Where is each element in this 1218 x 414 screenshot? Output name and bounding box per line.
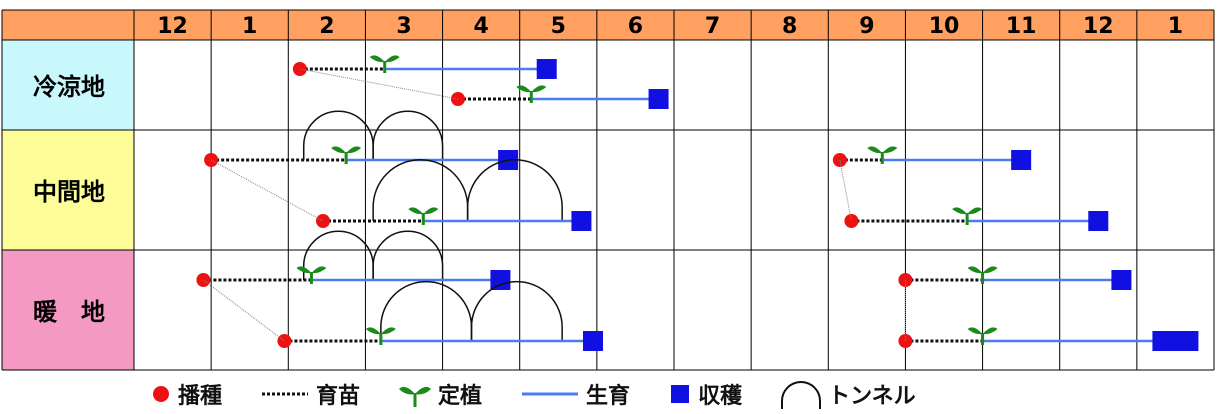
transplant-leaf-left: [369, 55, 385, 63]
growth-line-icon: [522, 392, 579, 396]
month-tick-label: 12: [1083, 14, 1114, 39]
transplant-leaf-right: [311, 266, 327, 274]
legend-harvest-label: 収穫: [698, 384, 743, 409]
legend-harvest: 収穫: [668, 378, 742, 410]
legend-nursery-label: 育苗: [316, 384, 361, 409]
transplant-leaf-left: [516, 85, 532, 93]
region-label: 暖 地: [33, 298, 105, 326]
tunnel-arc: [372, 110, 444, 160]
transplant-leaf-left: [408, 207, 424, 215]
month-tick-label: 4: [473, 14, 488, 39]
transplant-leaf-left: [331, 146, 347, 154]
tunnel-arc: [470, 280, 563, 341]
tunnel-arc-icon: [781, 381, 822, 409]
tunnel-arc: [466, 159, 563, 221]
legend-sow-label: 播種: [178, 384, 223, 409]
sow-connector: [203, 279, 285, 342]
month-tick-label: 5: [551, 14, 566, 39]
transplant-leaf-right: [380, 327, 396, 335]
transplant-leaf-left: [967, 266, 983, 274]
legend-growth: 生育: [520, 378, 630, 410]
month-tick-label: 10: [929, 14, 960, 39]
chart-legend: 播種 育苗 定植 生育 収穫 トンネル: [150, 376, 954, 412]
harvest-marker: [490, 270, 511, 290]
harvest-marker: [571, 211, 592, 231]
harvest-marker: [1011, 150, 1032, 170]
transplant-leaf-right: [967, 207, 983, 215]
transplant-leaf-left: [867, 146, 883, 154]
transplant-leaf-right: [882, 146, 898, 154]
month-tick-label: 1: [1168, 14, 1183, 39]
region-label: 中間地: [33, 178, 105, 206]
month-tick-label: 11: [1006, 14, 1037, 39]
legend-tunnel-label: トンネル: [828, 384, 916, 409]
legend-transplant-label: 定植: [438, 384, 483, 409]
month-tick-label: 9: [859, 14, 874, 39]
transplant-leaf-right: [531, 85, 547, 93]
transplant-leaf-left: [952, 207, 968, 215]
month-tick-label: 8: [782, 14, 797, 39]
transplant-leaf-left: [967, 327, 983, 335]
harvest-marker: [536, 59, 557, 79]
tunnel-arc: [372, 230, 444, 280]
month-tick-label: 2: [319, 14, 334, 39]
legend-transplant: 定植: [398, 378, 482, 410]
sow-connector: [210, 159, 324, 222]
month-tick-label: 12: [157, 14, 188, 39]
nursery-dotted-line-icon: [262, 392, 309, 396]
harvest-marker: [1111, 270, 1132, 290]
month-tick-label: 3: [396, 14, 411, 39]
sow-connector: [839, 159, 852, 222]
month-tick-label: 7: [705, 14, 720, 39]
transplant-leaf-right: [423, 207, 439, 215]
transplant-leaf-right: [346, 146, 362, 154]
transplant-leaf-right: [384, 55, 400, 63]
transplant-leaf-left: [296, 266, 312, 274]
harvest-marker: [1088, 211, 1109, 231]
sow-connector: [299, 68, 459, 100]
transplant-leaf-left: [365, 327, 381, 335]
transplant-leaf-right: [982, 266, 998, 274]
sow-marker: [277, 334, 292, 348]
harvest-square-icon: [671, 385, 690, 403]
seedling-icon: [399, 386, 432, 407]
month-tick-label: 6: [628, 14, 643, 39]
harvest-marker: [583, 331, 603, 351]
transplant-leaf-right: [982, 327, 998, 335]
harvest-marker: [648, 89, 669, 109]
legend-tunnel: トンネル: [780, 378, 916, 410]
sow-marker: [316, 214, 330, 228]
region-label: 冷涼地: [33, 73, 105, 101]
region-label-cell: [2, 250, 134, 370]
legend-sow: 播種: [150, 378, 222, 410]
month-header-bg: [2, 10, 1214, 40]
tunnel-arc: [302, 110, 374, 160]
sow-dot-icon: [153, 386, 169, 402]
region-label-cell: [2, 40, 134, 130]
legend-nursery: 育苗: [260, 378, 360, 410]
tunnel-arc: [302, 230, 374, 280]
harvest-marker: [1152, 331, 1199, 351]
month-tick-label: 1: [242, 14, 257, 39]
tunnel-arc: [372, 159, 469, 221]
tunnel-arc: [380, 280, 473, 341]
legend-growth-label: 生育: [586, 384, 631, 409]
region-label-cell: [2, 130, 134, 250]
